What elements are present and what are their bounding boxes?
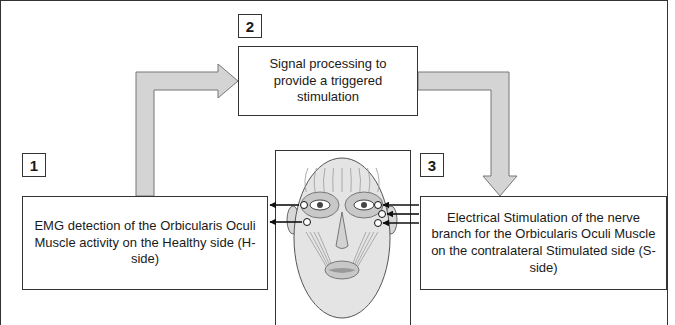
muscle-fibre xyxy=(368,168,370,192)
process-box: Electrical Stimulation of the nerve bran… xyxy=(420,196,667,290)
muscle-fibre xyxy=(354,232,370,266)
orbicularis-oculi xyxy=(301,192,339,218)
muscle-fibre xyxy=(358,232,378,266)
electrode xyxy=(301,202,308,209)
muscle-fibre xyxy=(314,232,330,266)
block-arrow xyxy=(418,72,517,196)
callout-number: 1 xyxy=(22,153,46,177)
stim-arrow xyxy=(383,222,419,224)
signal-arrows xyxy=(270,205,419,223)
head xyxy=(294,158,390,318)
muscle-fibre xyxy=(352,232,366,266)
emg-arrow xyxy=(270,204,299,206)
callout-number: 3 xyxy=(420,153,444,177)
muscle-fibre xyxy=(350,168,352,192)
muscle-fibre xyxy=(323,168,325,192)
callout-number: 2 xyxy=(238,14,262,38)
callout-number: 1 xyxy=(30,158,38,173)
pupil xyxy=(317,202,323,208)
block-arrow xyxy=(136,64,238,196)
box-text: EMG detection of the Orbicularis Oculi M… xyxy=(31,218,259,268)
pupil xyxy=(361,202,367,208)
electrodes xyxy=(301,202,386,227)
muscle-fibre xyxy=(376,168,379,192)
electrode xyxy=(375,220,382,227)
muscle-fibre xyxy=(359,168,361,192)
muscle-fibre xyxy=(318,232,332,266)
orbicularis-oris xyxy=(325,261,359,279)
image-frame xyxy=(276,151,411,325)
orbicularis-oculi xyxy=(345,192,383,218)
callout-number: 3 xyxy=(428,158,436,173)
box-text: Signal processing to provide a triggered… xyxy=(247,56,409,106)
muscle-fibre xyxy=(305,168,308,192)
muscle-fibre xyxy=(342,168,343,192)
box-text: Electrical Stimulation of the nerve bran… xyxy=(429,210,658,277)
muscle-fibre xyxy=(306,232,326,266)
electrode xyxy=(375,202,382,209)
face-illustration xyxy=(287,158,397,318)
electrode xyxy=(304,219,311,226)
eye xyxy=(310,200,330,210)
eye xyxy=(354,200,374,210)
mouth xyxy=(328,268,356,273)
process-box: Signal processing to provide a triggered… xyxy=(238,46,418,116)
muscle-fibre xyxy=(332,168,334,192)
electrode xyxy=(379,211,386,218)
emg-arrow xyxy=(270,221,302,223)
muscle-fibre xyxy=(314,168,316,192)
nose xyxy=(336,212,348,249)
stim-arrow xyxy=(383,204,419,206)
process-box: EMG detection of the Orbicularis Oculi M… xyxy=(22,196,268,290)
callout-number: 2 xyxy=(246,19,254,34)
stim-arrow xyxy=(387,213,419,215)
